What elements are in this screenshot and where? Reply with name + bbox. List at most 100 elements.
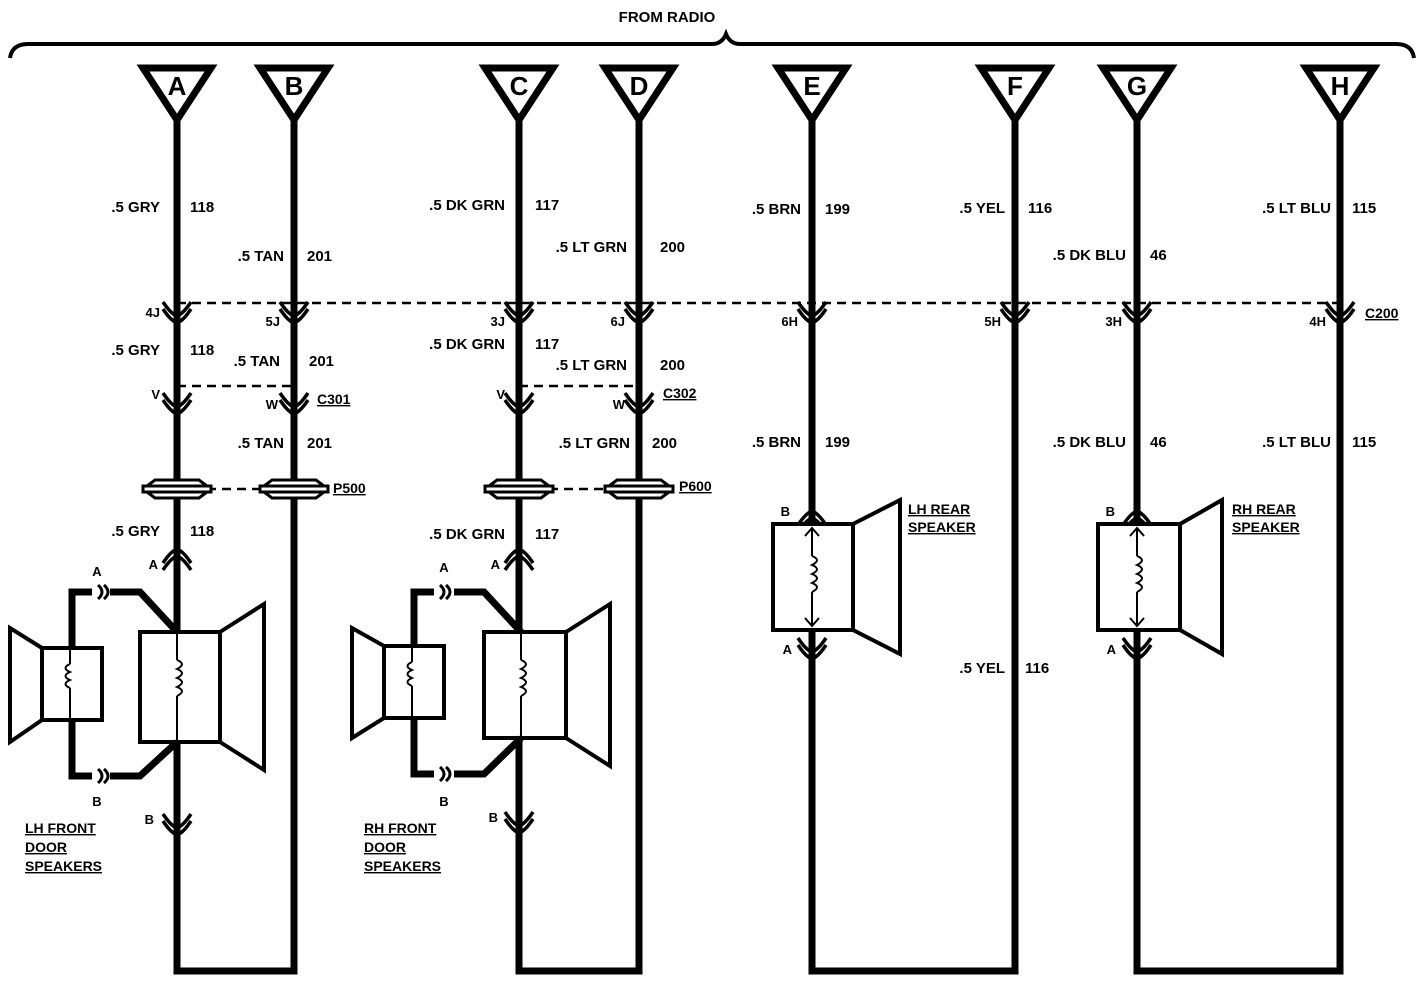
svg-text:B: B — [285, 71, 304, 101]
svg-text:F: F — [1007, 71, 1023, 101]
svg-text:V: V — [496, 387, 505, 402]
wire-labels: .5 GRY 118 .5 TAN 201 .5 DK GRN 117 .5 L… — [111, 197, 1376, 677]
svg-text:H: H — [1331, 71, 1350, 101]
wire-label-gauge: .5 GRY — [111, 342, 160, 359]
wire-c — [515, 118, 643, 975]
wire-label-gauge: .5 DK BLU — [1053, 247, 1126, 264]
connector-label: C302 — [663, 385, 697, 401]
terminal-a: A — [143, 68, 211, 120]
wire-label-gauge: .5 DK GRN — [429, 526, 505, 543]
svg-text:5H: 5H — [984, 314, 1001, 329]
svg-text:3H: 3H — [1105, 314, 1122, 329]
wire-label-circuit: 200 — [660, 239, 685, 256]
svg-text:5J: 5J — [266, 314, 280, 329]
wire-label-circuit: 201 — [309, 353, 334, 370]
wire-label-gauge: .5 TAN — [234, 353, 280, 370]
svg-text:6H: 6H — [781, 314, 798, 329]
svg-text:A: A — [491, 557, 501, 572]
rh-front-door-speakers: A A B B RH FRONT DOOR SPEAKERS — [350, 547, 612, 874]
svg-text:B: B — [781, 504, 790, 519]
rh-rear-speaker: B A RH REAR SPEAKER — [1096, 496, 1300, 661]
svg-text:W: W — [266, 397, 279, 412]
wire-label-circuit: 200 — [652, 435, 677, 452]
wire-label-gauge: .5 BRN — [752, 434, 801, 451]
wire-label-circuit: 115 — [1352, 434, 1376, 451]
wire-label-gauge: .5 LT GRN — [556, 357, 627, 374]
wire-label-gauge: .5 LT GRN — [556, 239, 627, 256]
svg-text:A: A — [149, 557, 159, 572]
wire-label-circuit: 199 — [825, 201, 850, 218]
wire-label-circuit: 46 — [1150, 434, 1167, 451]
speaker-label: SPEAKERS — [25, 858, 102, 874]
speaker-label: SPEAKERS — [364, 858, 441, 874]
lh-rear-speaker: B A LH REAR SPEAKER — [771, 496, 976, 661]
lh-front-door-speakers: A A B B LH FRONT DOOR SPEAKERS — [8, 547, 266, 874]
svg-text:B: B — [489, 810, 498, 825]
wire-label-gauge: .5 LT BLU — [1262, 200, 1331, 217]
connector-c302: V W C302 — [496, 384, 697, 416]
wire-label-circuit: 201 — [307, 248, 332, 265]
speaker-label: RH FRONT — [364, 820, 437, 836]
wire-label-gauge: .5 YEL — [959, 660, 1005, 677]
svg-text:E: E — [803, 71, 820, 101]
svg-text:B: B — [1106, 504, 1115, 519]
wire-label-circuit: 201 — [307, 435, 332, 452]
svg-text:4H: 4H — [1309, 314, 1326, 329]
connector-label: P600 — [679, 478, 712, 494]
wire-label-circuit: 115 — [1352, 200, 1376, 217]
svg-text:G: G — [1127, 71, 1147, 101]
wire-label-gauge: .5 LT GRN — [559, 435, 630, 452]
svg-text:A: A — [92, 564, 102, 579]
svg-text:B: B — [145, 812, 154, 827]
svg-text:3J: 3J — [491, 314, 505, 329]
svg-text:4J: 4J — [146, 305, 160, 320]
wire-label-gauge: .5 GRY — [111, 199, 160, 216]
speaker-label: DOOR — [364, 839, 406, 855]
svg-text:W: W — [613, 397, 626, 412]
speaker-label: SPEAKER — [1232, 519, 1300, 535]
wire-label-circuit: 117 — [535, 526, 559, 543]
terminal-b: B — [260, 68, 328, 120]
terminal-h: H — [1306, 68, 1374, 120]
speaker-label: LH FRONT — [25, 820, 96, 836]
wire-label-circuit: 116 — [1025, 660, 1049, 677]
terminals: A B C D E F G H — [143, 68, 1374, 120]
wire-label-circuit: 118 — [190, 523, 214, 540]
wire-label-circuit: 200 — [660, 357, 685, 374]
speaker-label: DOOR — [25, 839, 67, 855]
connector-c200: 4J 5J 3J 6J 6H 5H 3H 4H C200 — [146, 300, 1399, 329]
svg-text:A: A — [783, 642, 793, 657]
wire-label-circuit: 199 — [825, 434, 850, 451]
terminal-g: G — [1103, 68, 1171, 120]
wire-label-gauge: .5 YEL — [959, 200, 1005, 217]
passthrough-p500: P500 — [141, 478, 366, 500]
terminal-f: F — [981, 68, 1049, 120]
svg-text:A: A — [439, 560, 449, 575]
wire-label-gauge: .5 BRN — [752, 201, 801, 218]
wire-label-circuit: 118 — [190, 199, 214, 216]
wire-label-circuit: 46 — [1150, 247, 1167, 264]
connector-label: C200 — [1365, 305, 1399, 321]
wire-label-circuit: 118 — [190, 342, 214, 359]
svg-text:A: A — [168, 71, 187, 101]
wire-label-gauge: .5 LT BLU — [1262, 434, 1331, 451]
wire-label-circuit: 117 — [535, 197, 559, 214]
wire-label-gauge: .5 DK GRN — [429, 336, 505, 353]
wire-label-circuit: 116 — [1028, 200, 1052, 217]
svg-text:V: V — [151, 387, 160, 402]
wire-label-circuit: 117 — [535, 336, 559, 353]
speaker-label: SPEAKER — [908, 519, 976, 535]
speaker-label: LH REAR — [908, 501, 970, 517]
header-title: FROM RADIO — [619, 9, 716, 26]
wire-label-gauge: .5 GRY — [111, 523, 160, 540]
wire-a — [173, 118, 298, 975]
svg-text:B: B — [439, 794, 448, 809]
svg-text:C: C — [510, 71, 529, 101]
wire-label-gauge: .5 TAN — [238, 248, 284, 265]
wire-label-gauge: .5 DK BLU — [1053, 434, 1126, 451]
svg-text:D: D — [630, 71, 649, 101]
svg-text:B: B — [92, 794, 101, 809]
terminal-c: C — [485, 68, 553, 120]
terminal-e: E — [778, 68, 846, 120]
